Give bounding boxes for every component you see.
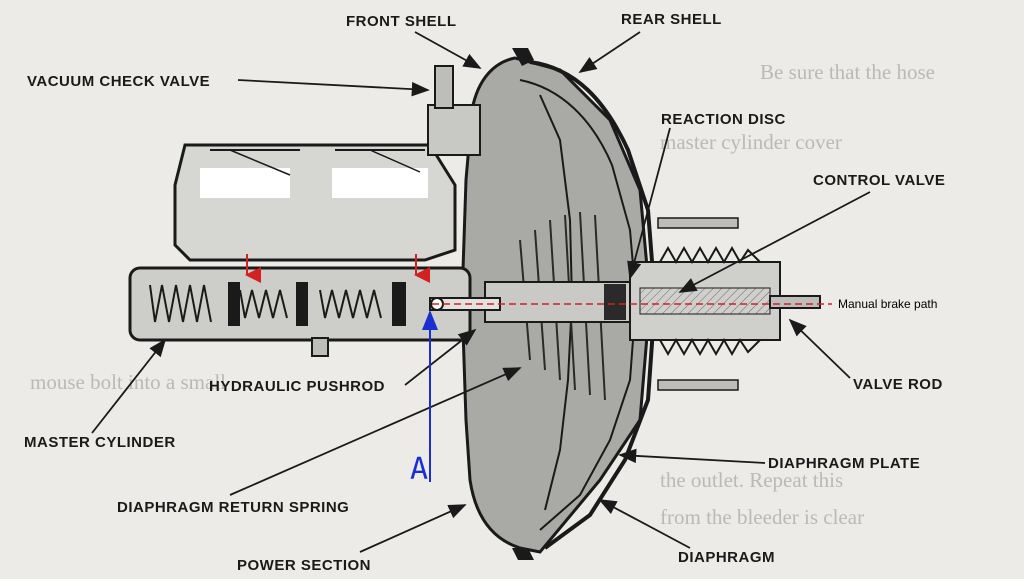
label-power-section: POWER SECTION xyxy=(237,557,372,574)
label-diaphragm: DIAPHRAGM xyxy=(678,549,775,566)
label-front-shell: FRONT SHELL xyxy=(346,13,457,30)
reaction-disc-shape xyxy=(604,284,626,320)
bleed-through-text-1: Be sure that the hose xyxy=(760,60,935,84)
leader-lines xyxy=(91,31,871,553)
label-valve-rod: VALVE ROD xyxy=(853,376,943,393)
control-valve-assembly xyxy=(629,217,821,391)
bleed-through-text-4: from the bleeder is clear xyxy=(660,505,865,529)
label-reaction-disc: REACTION DISC xyxy=(661,111,786,128)
label-manual-brake-path: Manual brake path xyxy=(838,297,938,311)
label-diaphragm-return-spring: DIAPHRAGM RETURN SPRING xyxy=(117,499,350,516)
bleed-through-text-3: the outlet. Repeat this xyxy=(660,468,844,492)
booster-housing xyxy=(460,48,658,560)
shell-seam-bottom xyxy=(512,548,534,560)
label-vacuum-check-valve: VACUUM CHECK VALVE xyxy=(27,73,211,90)
red-arrows xyxy=(245,254,430,283)
label-point-a: A xyxy=(410,452,429,487)
label-control-valve: CONTROL VALVE xyxy=(813,172,946,189)
vacuum-check-valve-shape xyxy=(427,104,481,156)
label-master-cylinder: MASTER CYLINDER xyxy=(24,434,176,451)
shell-seam-top xyxy=(512,48,534,66)
label-hydraulic-pushrod: HYDRAULIC PUSHROD xyxy=(209,378,386,395)
rear-shell-shape xyxy=(529,60,658,550)
label-rear-shell: REAR SHELL xyxy=(621,11,722,28)
master-cylinder-assembly xyxy=(128,65,501,357)
reservoir-shape xyxy=(173,143,457,262)
label-diaphragm-plate: DIAPHRAGM PLATE xyxy=(768,455,921,472)
bleed-through-text-2: master cylinder cover xyxy=(660,130,842,154)
bleed-through-text-5: mouse bolt into a small xyxy=(30,370,226,394)
rear-shell-inner xyxy=(519,79,638,531)
